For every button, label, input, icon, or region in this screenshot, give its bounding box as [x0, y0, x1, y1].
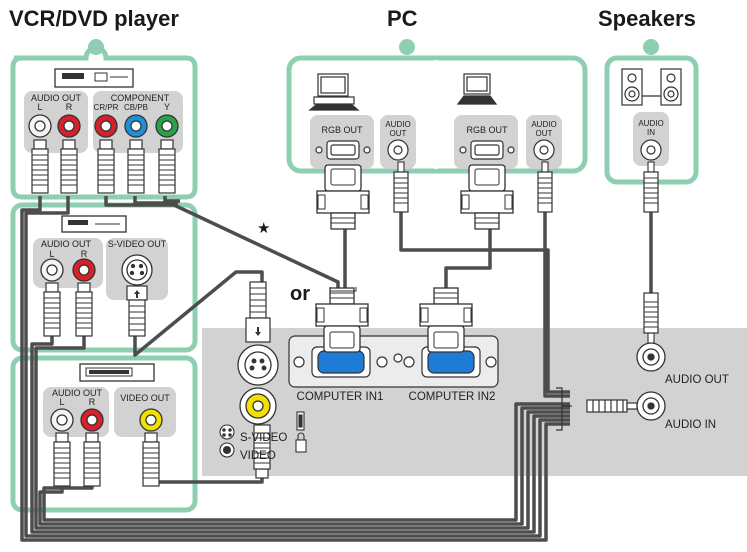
star-marker: ★	[257, 220, 270, 237]
component-jacks	[28, 114, 179, 138]
label-audio-out-top: AUDIO OUT	[31, 93, 82, 103]
pc1-ports	[315, 139, 409, 161]
projector-audio-in-port	[636, 391, 666, 421]
label-component-y: Y	[164, 102, 170, 112]
label-pc1-rgb-out: RGB OUT	[321, 125, 363, 135]
label-component-cb: CB/PB	[124, 103, 148, 112]
label-computer-in2: COMPUTER IN2	[409, 391, 496, 403]
label-pc2-rgb-out: RGB OUT	[466, 125, 508, 135]
label-pc2-audio-1: AUDIO	[531, 120, 556, 129]
computer-in1-port	[293, 346, 388, 378]
label-audio-r-mid: R	[81, 249, 88, 259]
video-symbol-icon	[219, 442, 235, 458]
label-pc1-audio-1: AUDIO	[385, 120, 410, 129]
video-device-jacks	[50, 408, 163, 432]
label-audio-out-bot: AUDIO OUT	[52, 388, 103, 398]
or-bracket	[329, 287, 357, 292]
s-video-device-jacks	[40, 254, 153, 286]
projector-s-video-port	[237, 344, 279, 386]
label-projector-audio-out: AUDIO OUT	[665, 374, 729, 386]
or-label: or	[290, 283, 310, 305]
speakers-icon	[621, 68, 682, 106]
label-audio-l-bot: L	[59, 397, 64, 407]
projector-audio-out-port	[636, 342, 666, 372]
label-video: VIDEO	[240, 450, 276, 462]
label-audio-r-bot: R	[89, 397, 96, 407]
speakers-title: Speakers	[598, 6, 696, 31]
label-video-out: VIDEO OUT	[120, 393, 170, 403]
label-audio-r-top: R	[66, 102, 73, 112]
label-speakers-audio-2: IN	[647, 128, 655, 137]
label-pc1-audio-2: OUT	[390, 129, 407, 138]
projector-audio-in-plug	[586, 399, 638, 413]
projector-s-video-plug	[245, 281, 271, 343]
label-audio-out-mid: AUDIO OUT	[41, 239, 92, 249]
laptop-pc-icon	[456, 73, 498, 105]
audio-cable-bracket	[556, 387, 563, 431]
label-speakers-audio-1: AUDIO	[638, 119, 663, 128]
label-s-video-out: S-VIDEO OUT	[108, 239, 167, 249]
vcr-dvd-title: VCR/DVD player	[9, 6, 179, 31]
label-component-cr: CR/PR	[94, 103, 119, 112]
label-projector-audio-in: AUDIO IN	[665, 419, 716, 431]
label-s-video: S-VIDEO	[240, 432, 287, 444]
pc2-ports	[459, 139, 555, 161]
label-computer-in1: COMPUTER IN1	[297, 391, 384, 403]
kensington-lock-icon	[295, 411, 307, 453]
speakers-jack	[640, 139, 662, 161]
desktop-pc-icon	[308, 73, 360, 111]
label-audio-l-top: L	[37, 102, 42, 112]
label-pc2-audio-2: OUT	[536, 129, 553, 138]
s-video-device-plugs	[43, 282, 148, 337]
label-audio-l-mid: L	[49, 249, 54, 259]
pc-title: PC	[387, 6, 418, 31]
label-component: COMPONENT	[111, 93, 170, 103]
projector-video-port	[239, 387, 277, 425]
s-video-symbol-icon	[219, 424, 235, 440]
